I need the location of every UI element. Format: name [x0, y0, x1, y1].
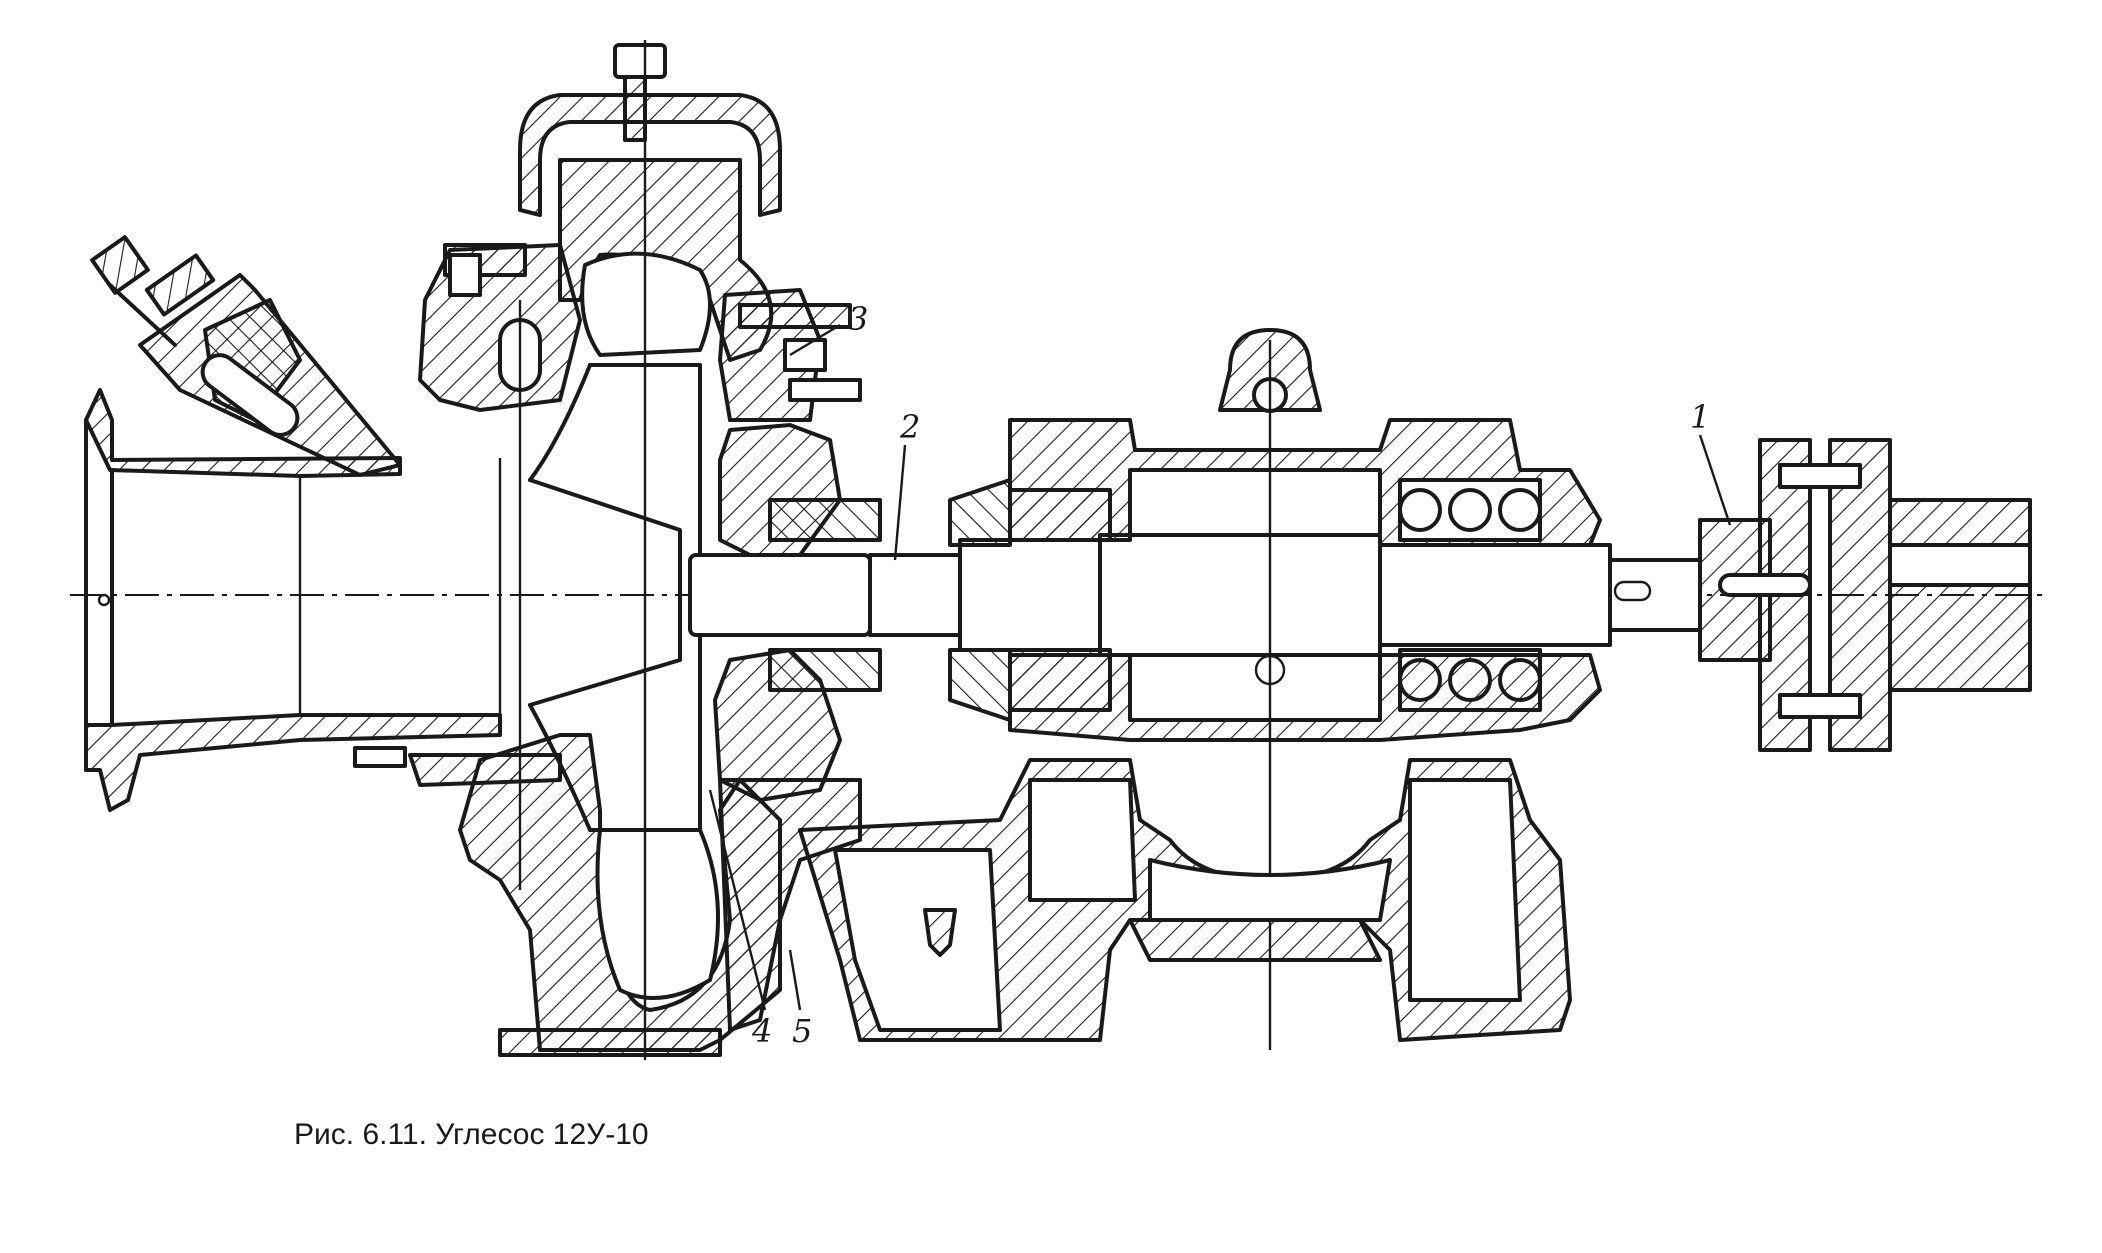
inspection-hatch [90, 235, 402, 477]
callout-3: 3 [848, 300, 868, 338]
callout-5: 5 [792, 1012, 812, 1050]
shaft [688, 533, 1702, 657]
figure-caption: Рис. 6.11. Углесос 12У-10 [294, 1118, 649, 1151]
callout-leaders [708, 323, 1732, 1011]
volute-casing [353, 40, 862, 1060]
callout-2: 2 [899, 408, 920, 446]
pump-frame [798, 758, 1572, 1042]
suction-inlet [84, 388, 502, 812]
bearing-housing [948, 328, 1602, 1050]
callout-4: 4 [751, 1012, 772, 1050]
coupling [1698, 438, 2032, 752]
callout-1: 1 [1690, 398, 1710, 436]
